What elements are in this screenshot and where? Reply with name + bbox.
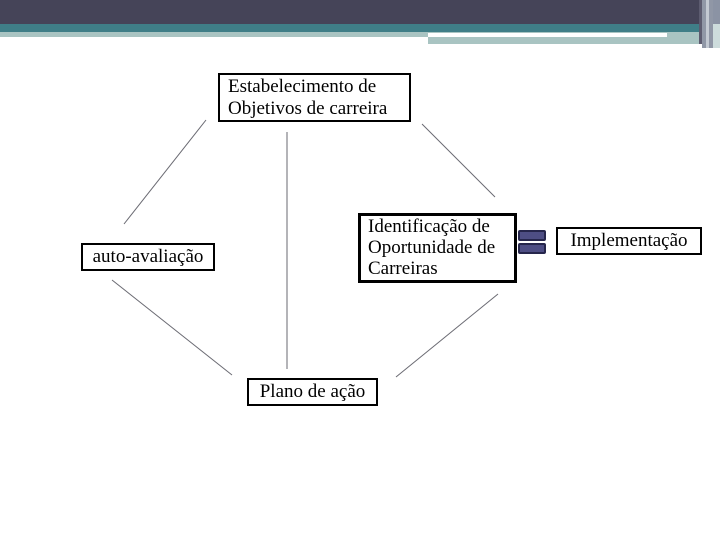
header-corner-block-top bbox=[713, 0, 720, 24]
connector-autoavaliacao-to-plano bbox=[111, 279, 233, 376]
equals-icon-bar-bottom bbox=[518, 243, 546, 254]
node-implementacao-label: Implementação bbox=[570, 230, 688, 251]
header-white-strip bbox=[428, 33, 667, 37]
equals-icon-bar-top bbox=[518, 230, 546, 241]
header-vertical-stripe-gray-1 bbox=[702, 0, 706, 48]
connector-identificacao-to-plano bbox=[395, 293, 499, 378]
node-plano-de-acao: Plano de ação bbox=[247, 378, 378, 406]
node-identificacao-oportunidade-label: Identificação de Oportunidade de Carreir… bbox=[368, 216, 496, 279]
header-teal-bar bbox=[0, 24, 720, 33]
node-estabelecimento-objetivos: Estabelecimento de Objetivos de carreira bbox=[218, 73, 411, 122]
connector-estabelecimento-to-identificacao bbox=[421, 123, 496, 198]
node-implementacao: Implementação bbox=[556, 227, 702, 255]
header-vertical-stripe-light bbox=[706, 0, 709, 48]
header-vertical-stripe-dark bbox=[699, 0, 702, 44]
connector-estabelecimento-to-autoavaliacao bbox=[123, 119, 207, 225]
node-auto-avaliacao: auto-avaliação bbox=[81, 243, 215, 271]
node-identificacao-oportunidade: Identificação de Oportunidade de Carreir… bbox=[358, 213, 517, 283]
header-sage-bar-left bbox=[0, 32, 436, 37]
node-estabelecimento-objetivos-label: Estabelecimento de Objetivos de carreira bbox=[228, 76, 388, 119]
header-dark-bar bbox=[0, 0, 720, 24]
node-plano-de-acao-label: Plano de ação bbox=[259, 381, 366, 402]
node-auto-avaliacao-label: auto-avaliação bbox=[92, 246, 204, 267]
equals-icon bbox=[518, 230, 546, 254]
header-vertical-stripe-gray-2 bbox=[709, 0, 713, 48]
header-corner-block-bottom bbox=[713, 24, 720, 48]
